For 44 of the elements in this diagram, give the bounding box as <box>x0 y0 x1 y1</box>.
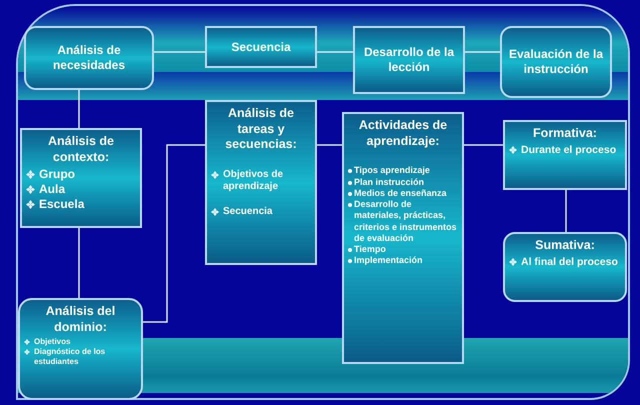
connector-line <box>78 90 80 128</box>
bullet-text: Aula <box>39 182 66 198</box>
connector-line <box>143 144 205 323</box>
bullet-text: Implementación <box>354 255 423 266</box>
bullet-text: Tiempo <box>354 244 386 256</box>
connector-line <box>464 144 503 146</box>
connector-line <box>465 51 500 53</box>
bullet-text: Medios de enseñanza <box>354 188 447 199</box>
bullet-text: Al final del proceso <box>521 256 618 269</box>
bullet-text: Secuencia <box>223 206 272 218</box>
process-box <box>503 232 627 302</box>
bullet-text: Objetivos de aprendizaje <box>223 168 284 194</box>
box-heading: Sumativa: <box>534 238 596 254</box>
bullet-text: Desarrollo de materiales, prácticas, criterios e instrumentos de evaluación <box>354 199 458 244</box>
process-box <box>500 26 612 98</box>
connector-line <box>317 144 342 146</box>
process-box <box>18 298 143 400</box>
box-heading: Evaluación de la instrucción <box>508 47 604 77</box>
bullet-text: Objetivos <box>34 337 70 348</box>
bullet-text: Grupo <box>39 167 75 182</box>
box-heading: Secuencia <box>230 40 292 54</box>
connector-line <box>317 51 353 53</box>
box-heading: Actividades de aprendizaje: <box>358 118 448 150</box>
box-heading: Análisis de necesidades <box>52 43 126 73</box>
connector-line <box>78 228 80 298</box>
box-heading: Análisis del dominio: <box>44 304 116 336</box>
box-heading: Análisis de tareas y secuencias: <box>224 106 298 153</box>
process-box <box>503 120 627 190</box>
process-box <box>20 128 142 228</box>
bullet-text: Durante el proceso <box>521 144 616 157</box>
process-box <box>205 100 317 265</box>
bullet-text: Escuela <box>39 197 84 212</box>
box-heading: Análisis de contexto: <box>47 134 115 166</box>
process-box <box>24 26 154 90</box>
bullet-text: Tipos aprendizaje <box>354 165 430 176</box>
box-heading: Desarrollo de la lección <box>362 45 456 75</box>
connector-line <box>565 190 567 232</box>
box-heading: Formativa: <box>532 126 598 142</box>
bullet-text: Diagnóstico de los estudiantes <box>34 347 106 368</box>
process-box <box>353 26 465 94</box>
connector-line <box>154 51 205 53</box>
process-box <box>342 112 464 364</box>
process-box <box>205 26 317 68</box>
bullet-text: Plan instrucción <box>354 176 424 188</box>
